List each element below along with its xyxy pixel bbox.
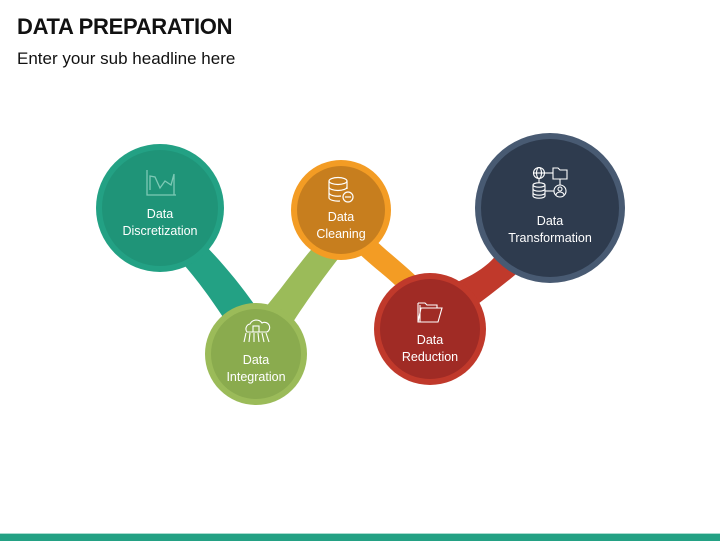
page-subtitle: Enter your sub headline here [17, 49, 236, 68]
node-transformation[interactable] [475, 133, 625, 283]
line-chart-icon [146, 170, 176, 196]
node-label-transformation: Data Transformation [508, 214, 592, 245]
node-label-cleaning: Data Cleaning [316, 210, 366, 241]
node-label-reduction: Data Reduction [401, 333, 459, 364]
node-reduction[interactable] [374, 273, 486, 385]
footer-accent-bar [0, 533, 720, 541]
node-discretization[interactable] [96, 144, 224, 272]
folder-icon [417, 302, 443, 323]
page-title: DATA PREPARATION [17, 14, 233, 39]
node-integration[interactable] [205, 303, 307, 405]
node-label-discretization: Data Discretization [122, 207, 198, 238]
node-label-integration: Data Integration [226, 353, 286, 384]
node-cleaning[interactable] [291, 160, 391, 260]
cloud-network-icon [243, 319, 271, 343]
database-minus-icon [328, 176, 354, 203]
network-database-icon [532, 166, 568, 199]
